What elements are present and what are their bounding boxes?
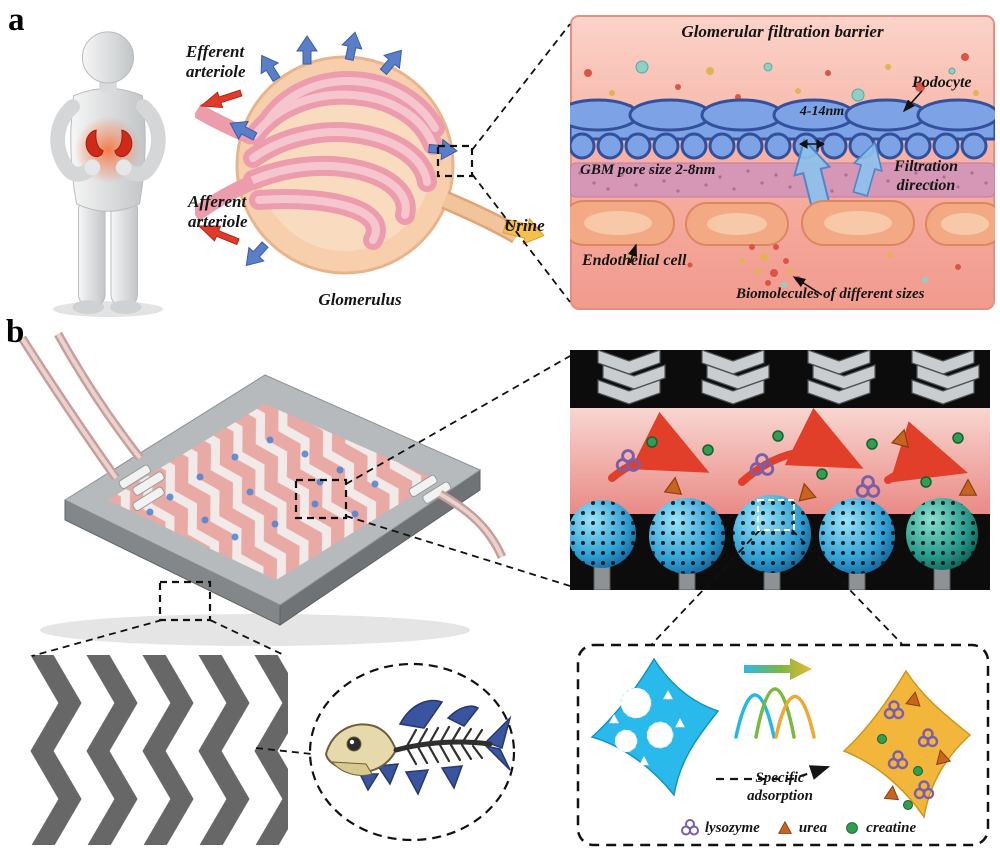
inset-herringbone-channel	[570, 350, 990, 590]
empty-binding-sites	[614, 687, 674, 753]
endothelial-cell-label: Endothelial cell	[582, 252, 687, 269]
biomolecules-label: Biomolecules of different sizes	[736, 286, 925, 302]
outlet-tube	[437, 490, 507, 559]
creatine-dots	[646, 430, 964, 488]
human-figure	[50, 31, 166, 317]
glomerulus-label: Glomerulus	[318, 290, 402, 309]
filtration-direction-label: Filtration direction	[893, 158, 959, 194]
adsorption-inset	[576, 643, 990, 847]
gbm-pore-label: GBM pore size 2-8nm	[580, 162, 716, 178]
legend-item-lysozyme: lysozyme	[680, 818, 760, 838]
urea-triangle-icon	[777, 820, 792, 834]
gradient-flow-arrow	[744, 658, 812, 680]
afferent-arteriole-label: Afferent arteriole	[188, 192, 248, 232]
inlet-tubes	[18, 332, 144, 481]
podocyte-pointer-arrow	[902, 90, 923, 113]
fish-skeleton	[324, 699, 512, 796]
chip-inlet-chamber	[118, 464, 165, 512]
adsorption-arrow	[716, 765, 831, 781]
specific-adsorption-label: Specific adsorption	[747, 770, 813, 804]
elution-peaks	[734, 687, 816, 739]
biomolecules-pointer-arrow	[792, 276, 823, 296]
endothelial-pointer-arrow	[627, 243, 638, 264]
slit-size-label: 4-14nm	[799, 104, 845, 119]
loaded-polymer-shape	[842, 669, 972, 819]
inset-glomerular-barrier	[570, 15, 995, 310]
urine-label: Urine	[504, 216, 545, 235]
efferent-arteriole-label: Efferent arteriole	[186, 42, 246, 82]
creatine-circle-icon	[846, 822, 859, 834]
legend-item-urea: urea	[776, 819, 827, 837]
endothelial-layer	[570, 200, 995, 246]
fish-ribs	[405, 725, 484, 766]
slit-size-arrow	[798, 139, 826, 149]
lysozyme-knot-icon	[680, 819, 699, 836]
bound-creatine	[877, 734, 923, 810]
podocyte-label: Podocyte	[912, 74, 972, 91]
panel-b-letter: b	[6, 314, 25, 350]
chip-blue-dots	[146, 436, 379, 541]
chip-illustration	[18, 332, 507, 646]
adsorption-legend: lysozyme urea creatine	[626, 818, 970, 838]
inset-a-title: Glomerular filtration barrier	[681, 22, 884, 41]
gbm-band	[570, 162, 995, 198]
legend-item-creatine: creatine	[843, 819, 916, 837]
biomolecule-dots-top	[584, 53, 979, 110]
zigzag-pattern-inset	[30, 655, 288, 845]
panel-a-letter: a	[8, 2, 25, 38]
